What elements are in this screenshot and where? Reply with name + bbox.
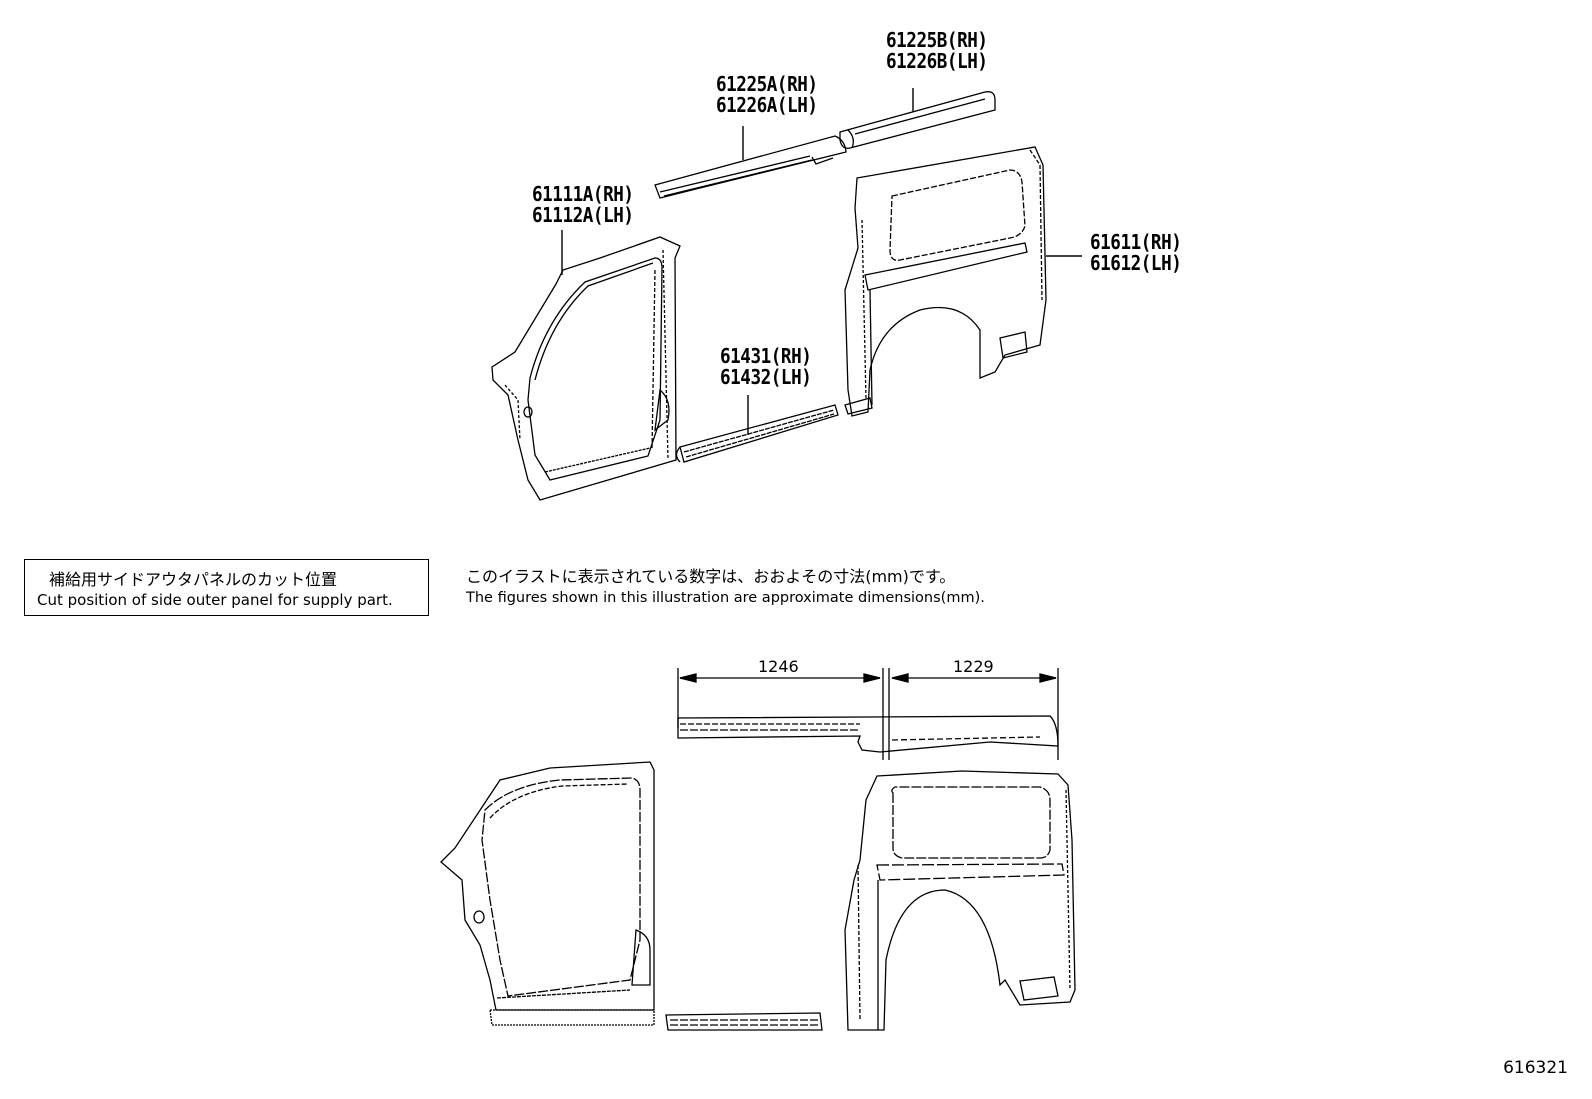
dimension-rear-length: 1229 (953, 657, 994, 676)
part-number-lh: 61612(LH) (1090, 251, 1182, 275)
dimension-note: このイラストに表示されている数字は、おおよその寸法(mm)です。 The fig… (466, 566, 985, 608)
callout-roof-rail-rear: 61225B(RH) 61226B(LH) (886, 30, 988, 72)
part-number-rh: 61611(RH) (1090, 230, 1182, 254)
quarter-panel-part (844, 146, 1047, 417)
part-number-rh: 61111A(RH) (532, 182, 634, 206)
dimension-front-length: 1246 (758, 657, 799, 676)
roof-rail-rear-part (839, 91, 996, 149)
callout-quarter-panel: 61611(RH) 61612(LH) (1090, 230, 1182, 275)
rocker-cut-view (665, 1012, 823, 1031)
callout-rocker-panel: 61431(RH) 61432(LH) (720, 344, 812, 389)
roof-rail-front-part (654, 135, 847, 199)
cut-position-note-jp: 補給用サイドアウタパネルのカット位置 (49, 570, 338, 589)
part-number-lh: 61226A(LH) (716, 93, 818, 117)
leader-lines (561, 88, 1082, 435)
rocker-panel-part (675, 397, 873, 463)
cut-position-note-en: Cut position of side outer panel for sup… (37, 591, 393, 609)
dimension-lines (677, 668, 1059, 760)
dimension-note-en: The figures shown in this illustration a… (466, 590, 985, 606)
part-number-lh: 61112A(LH) (532, 203, 634, 227)
part-number-lh: 61432(LH) (720, 365, 812, 389)
illustration-reference-number: 616321 (1503, 1058, 1568, 1078)
part-number-lh: 61226B(LH) (886, 49, 988, 73)
roof-rail-cut-view (677, 715, 1059, 753)
front-pillar-part (491, 236, 681, 501)
front-pillar-cut-view (440, 761, 655, 1026)
part-number-rh: 61225A(RH) (716, 72, 818, 96)
cut-position-note-box: 補給用サイドアウタパネルのカット位置 Cut position of side … (24, 559, 429, 616)
part-number-rh: 61431(RH) (720, 344, 812, 368)
callout-front-pillar: 61111A(RH) 61112A(LH) (532, 184, 634, 226)
quarter-panel-cut-view (844, 770, 1076, 1031)
part-number-rh: 61225B(RH) (886, 28, 988, 52)
dimension-note-jp: このイラストに表示されている数字は、おおよその寸法(mm)です。 (466, 567, 956, 586)
callout-roof-rail-front: 61225A(RH) 61226A(LH) (716, 74, 818, 116)
